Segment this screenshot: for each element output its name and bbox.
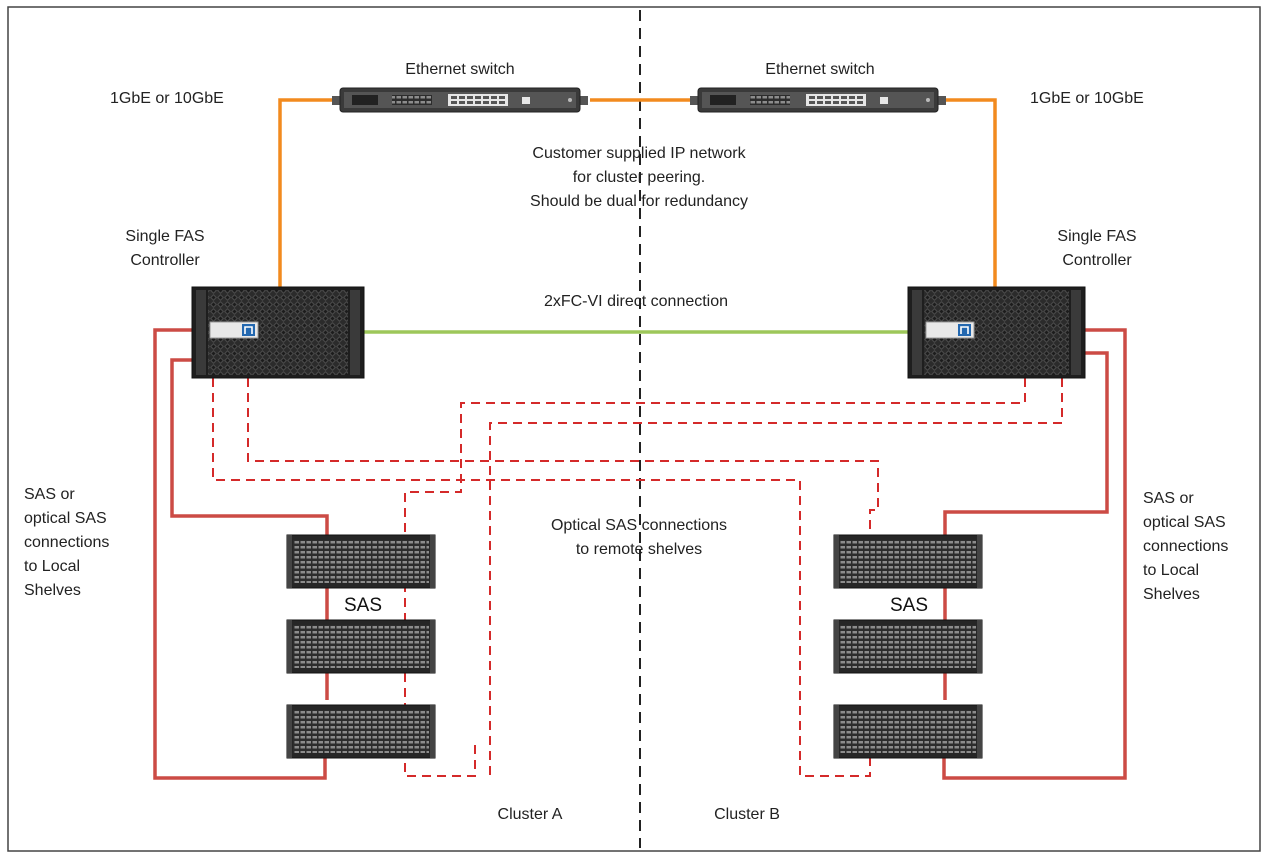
cluster-a-label: Cluster A xyxy=(498,806,563,823)
optical-note-line1: Optical SAS connections xyxy=(551,517,727,534)
netapp-logo-icon xyxy=(242,324,255,336)
optical-cable-b1 xyxy=(404,378,1026,777)
disk-shelf-right-2 xyxy=(833,619,983,674)
switch-right-label: Ethernet switch xyxy=(765,61,874,78)
netapp-logo-icon xyxy=(958,324,971,336)
sas-cable-right-outer xyxy=(942,328,1127,780)
local-right-line3: connections xyxy=(1143,538,1228,555)
fcvi-label: 2xFC-VI direct connection xyxy=(544,293,728,310)
controller-left-label-line1: Single FAS xyxy=(125,228,204,245)
ethernet-cable-left xyxy=(278,98,338,287)
switch-left-label: Ethernet switch xyxy=(405,61,514,78)
fas-controller-right xyxy=(907,286,1086,379)
controller-right-label-line2: Controller xyxy=(1062,252,1132,269)
diagram-frame xyxy=(7,6,1261,852)
disk-shelf-left-3 xyxy=(286,704,436,759)
local-left-line5: Shelves xyxy=(24,582,81,599)
optical-cable-b2 xyxy=(489,378,1063,776)
local-right-line1: SAS or xyxy=(1143,490,1194,507)
diagram-labels: Ethernet switch Ethernet switch 1GbE or … xyxy=(24,61,1228,823)
sas-cable-left-outer xyxy=(153,328,327,780)
optical-cable-a2 xyxy=(247,378,879,556)
sas-right-label: SAS xyxy=(890,595,928,616)
disk-shelf-right-3 xyxy=(833,704,983,759)
network-note-line3: Should be dual for redundancy xyxy=(530,193,748,210)
ethernet-switch-left xyxy=(332,87,588,113)
ethernet-cable-right xyxy=(945,98,997,287)
local-left-line4: to Local xyxy=(24,558,80,575)
optical-note-line2: to remote shelves xyxy=(576,541,702,558)
local-left-line2: optical SAS xyxy=(24,510,107,527)
local-right-line5: Shelves xyxy=(1143,586,1200,603)
disk-shelf-left-2 xyxy=(286,619,436,674)
disk-shelf-left-1 xyxy=(286,534,436,589)
disk-shelf-right-1 xyxy=(833,534,983,589)
controller-right-label-line1: Single FAS xyxy=(1057,228,1136,245)
link-speed-left-label: 1GbE or 10GbE xyxy=(110,90,224,107)
network-note-line2: for cluster peering. xyxy=(573,169,706,186)
ethernet-cables xyxy=(278,98,997,287)
link-speed-right-label: 1GbE or 10GbE xyxy=(1030,90,1144,107)
fas-controller-left xyxy=(191,286,365,379)
sas-left-label: SAS xyxy=(344,595,382,616)
controller-left-label-line2: Controller xyxy=(130,252,200,269)
local-left-line1: SAS or xyxy=(24,486,75,503)
local-right-line4: to Local xyxy=(1143,562,1199,579)
cluster-b-label: Cluster B xyxy=(714,806,780,823)
optical-sas-cables xyxy=(212,378,1063,777)
local-right-line2: optical SAS xyxy=(1143,514,1226,531)
ethernet-switch-right xyxy=(690,87,946,113)
network-note-line1: Customer supplied IP network xyxy=(532,145,746,162)
local-left-line3: connections xyxy=(24,534,109,551)
